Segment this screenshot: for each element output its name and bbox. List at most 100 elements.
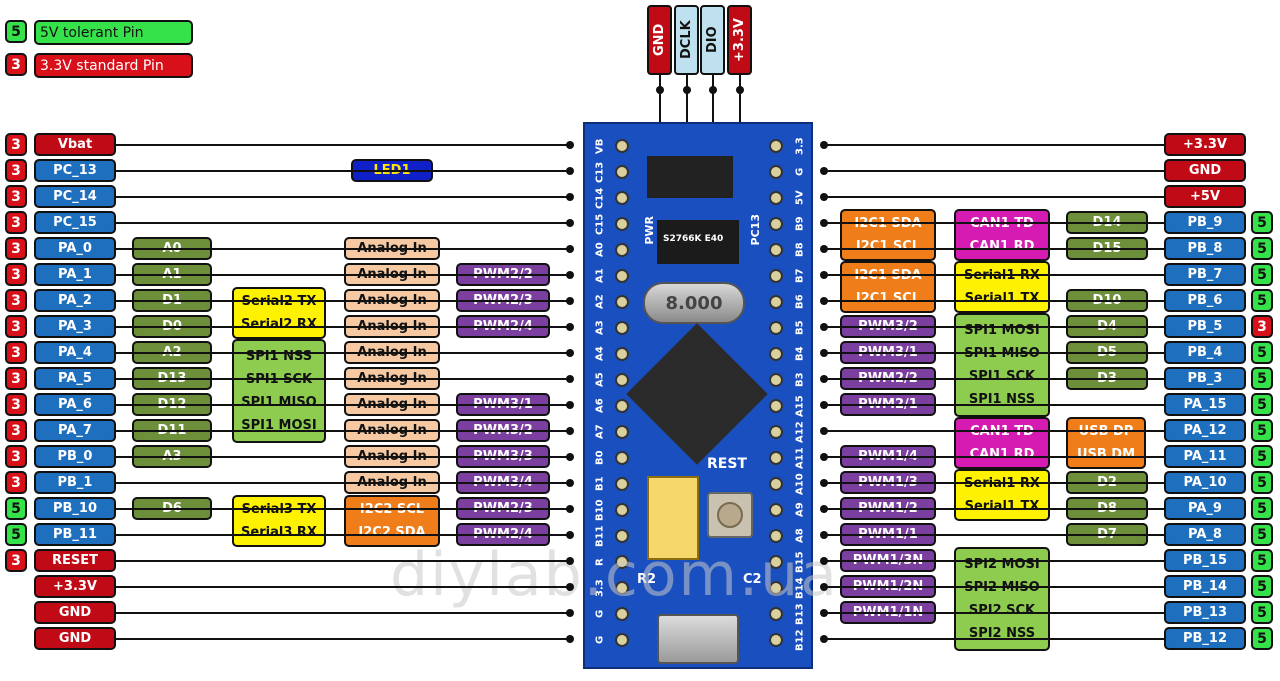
usb-label: USB DM <box>1076 447 1136 462</box>
serial1-b-group: Serial1 RXSerial1 TX <box>954 469 1050 521</box>
board-silk-right: B8 <box>794 242 806 258</box>
right-pin-dot <box>820 271 828 279</box>
board-silk-right: B12 <box>794 629 806 651</box>
board-silk-left: A3 <box>594 320 606 336</box>
right-pin-label: PA_9 <box>1164 497 1246 520</box>
left-pin-label: PB_1 <box>34 471 116 494</box>
right-pin-level-badge: 5 <box>1251 289 1273 312</box>
board-silk-left: B10 <box>594 499 606 521</box>
board-silk-right: A12 <box>794 421 806 443</box>
board-pin-hole <box>615 503 629 517</box>
right-pin-dot <box>820 375 828 383</box>
left-pin-wire <box>116 482 568 484</box>
left-pin-wire <box>116 248 568 250</box>
analog-in-label: Analog In <box>344 471 440 494</box>
board-silk-right: A15 <box>794 395 806 417</box>
right-pin-level-badge: 5 <box>1251 497 1273 520</box>
reset-button[interactable] <box>707 492 753 538</box>
left-pin-label: PA_0 <box>34 237 116 260</box>
boot-jumpers <box>647 476 699 560</box>
board-pin-hole <box>615 191 629 205</box>
right-pin-label: PA_11 <box>1164 445 1246 468</box>
left-pin-label: PA_7 <box>34 419 116 442</box>
left-pin-level-badge: 3 <box>5 185 27 208</box>
left-pin-level-badge: 3 <box>5 159 27 182</box>
board-pin-hole <box>769 269 783 283</box>
left-pin-level-badge: 3 <box>5 211 27 234</box>
board-pin-hole <box>769 243 783 257</box>
right-pin-label: PA_10 <box>1164 471 1246 494</box>
left-pin-level-badge: 3 <box>5 367 27 390</box>
spi1-right-label: SPI1 NSS <box>968 392 1036 407</box>
right-pin-wire <box>826 196 1164 198</box>
spi1-label: SPI1 MOSI <box>241 418 317 433</box>
right-pin-label: PB_12 <box>1164 627 1246 650</box>
board-pin-hole <box>615 477 629 491</box>
board-pin-hole <box>615 373 629 387</box>
swd-3v3: +3.3V <box>727 5 752 75</box>
right-pin-label: PB_9 <box>1164 211 1246 234</box>
left-pin-dot <box>566 609 574 617</box>
board-silk-left: C15 <box>594 213 606 235</box>
left-pin-dot <box>566 167 574 175</box>
board-pin-hole <box>615 295 629 309</box>
board-pin-hole <box>615 217 629 231</box>
left-pin-wire <box>116 404 568 406</box>
right-pin-dot <box>820 557 828 565</box>
left-pin-dot <box>566 479 574 487</box>
right-pin-wire <box>826 352 1164 354</box>
right-pin-level-badge: 5 <box>1251 471 1273 494</box>
left-pin-level-badge: 3 <box>5 419 27 442</box>
left-pin-label: GND <box>34 601 116 624</box>
right-pin-label: PB_13 <box>1164 601 1246 624</box>
left-pin-label: PC_15 <box>34 211 116 234</box>
right-pin-level-badge: 5 <box>1251 341 1273 364</box>
left-pin-dot <box>566 219 574 227</box>
board-pin-hole <box>769 607 783 621</box>
board-silk-left: A7 <box>594 424 606 440</box>
left-pin-dot <box>566 531 574 539</box>
left-pin-label: PB_0 <box>34 445 116 468</box>
voltage-regulator <box>657 220 739 264</box>
right-pin-level-badge: 5 <box>1251 263 1273 286</box>
i2c2-label: I2C2 SDA <box>358 525 426 540</box>
right-pin-dot <box>820 141 828 149</box>
right-pin-level-badge: 5 <box>1251 627 1273 650</box>
board-pin-hole <box>769 555 783 569</box>
pwr-label: PWR <box>643 216 656 245</box>
right-pin-wire <box>826 430 1164 432</box>
left-pin-level-badge: 3 <box>5 133 27 156</box>
left-pin-dot <box>566 193 574 201</box>
right-pin-label: GND <box>1164 159 1246 182</box>
right-pin-level-badge: 5 <box>1251 419 1273 442</box>
board-silk-right: A10 <box>794 473 806 495</box>
board-silk-left: C13 <box>594 161 606 183</box>
board-silk-left: A1 <box>594 268 606 284</box>
board-silk-right: B7 <box>794 268 806 284</box>
left-pin-label: PB_10 <box>34 497 116 520</box>
serial3-group: Serial3 TXSerial3 RX <box>232 495 326 547</box>
right-pin-dot <box>820 323 828 331</box>
board-silk-left: B1 <box>594 476 606 492</box>
left-pin-dot <box>566 245 574 253</box>
can1-a-group: CAN1 TDCAN1 RD <box>954 209 1050 261</box>
rest-label: REST <box>707 456 747 472</box>
right-pin-label: PB_8 <box>1164 237 1246 260</box>
left-pin-dot <box>566 323 574 331</box>
left-pin-level-badge: 3 <box>5 289 27 312</box>
board-pin-hole <box>615 581 629 595</box>
right-pin-level-badge: 5 <box>1251 367 1273 390</box>
board-silk-left: C14 <box>594 187 606 209</box>
right-pin-dot <box>820 245 828 253</box>
reset-button-cap <box>717 502 743 528</box>
board-silk-right: B6 <box>794 294 806 310</box>
left-pin-wire <box>116 196 568 198</box>
board-silk-left: B0 <box>594 450 606 466</box>
right-pin-wire <box>826 170 1164 172</box>
right-pin-wire <box>826 612 1164 614</box>
spi1-right-label: SPI1 MOSI <box>964 323 1040 338</box>
left-pin-wire <box>116 222 568 224</box>
board-pin-hole <box>769 477 783 491</box>
serial3-label: Serial3 RX <box>241 525 317 540</box>
